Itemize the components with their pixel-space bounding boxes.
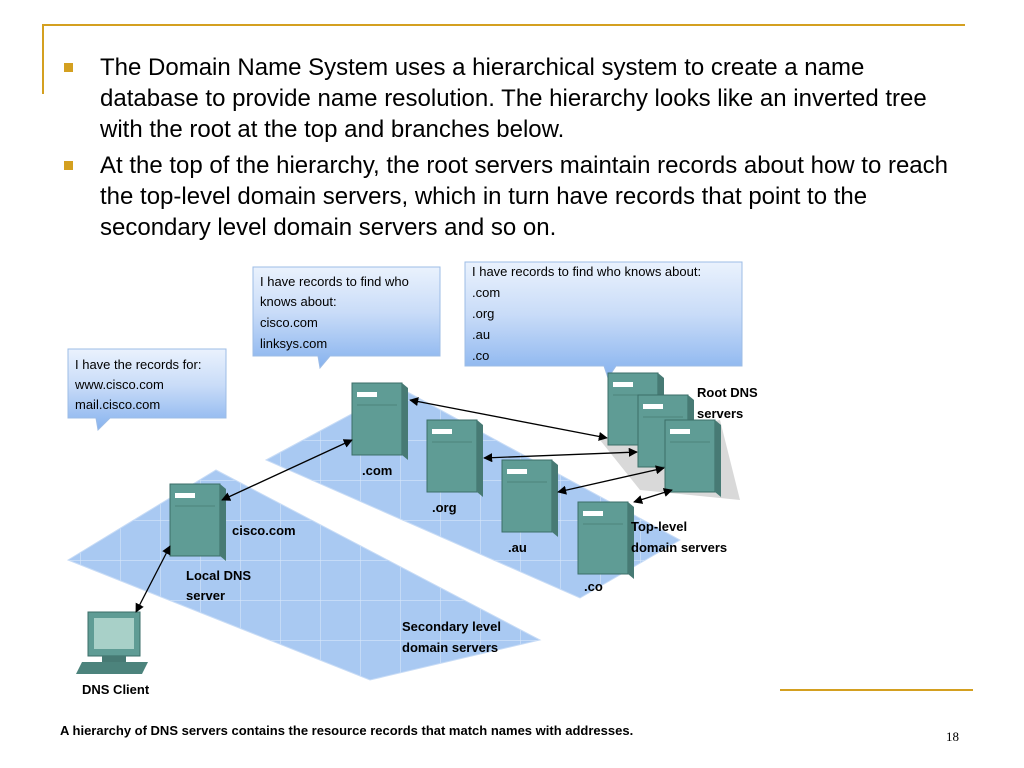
root-dns-label: Root DNS xyxy=(697,385,758,400)
svg-text:mail.cisco.com: mail.cisco.com xyxy=(75,397,160,412)
svg-text:knows about:: knows about: xyxy=(260,294,337,309)
svg-text:I have the records for:: I have the records for: xyxy=(75,357,201,372)
figure-caption: A hierarchy of DNS servers contains the … xyxy=(60,723,634,738)
bullet-text: The Domain Name System uses a hierarchic… xyxy=(100,54,927,143)
bullet-square-icon xyxy=(64,63,73,72)
query-arrows xyxy=(135,397,673,613)
secondary-level-label: domain servers xyxy=(402,640,498,655)
frame-left-rule xyxy=(42,24,44,94)
com-server-icon xyxy=(351,382,409,461)
org-label: .org xyxy=(432,500,457,515)
bullet-text: At the top of the hierarchy, the root se… xyxy=(100,152,949,241)
svg-text:.org: .org xyxy=(472,306,494,321)
svg-text:.co: .co xyxy=(472,348,489,363)
bullet-list: The Domain Name System uses a hierarchic… xyxy=(62,52,962,248)
co-server-icon xyxy=(577,501,635,580)
dns-client-computer-icon xyxy=(76,611,148,674)
dns-client-label: DNS Client xyxy=(82,682,150,697)
dns-hierarchy-diagram: I have the records for: www.cisco.com ma… xyxy=(66,261,758,697)
top-level-label: Top-level xyxy=(631,519,687,534)
svg-text:cisco.com: cisco.com xyxy=(260,315,318,330)
svg-text:.com: .com xyxy=(472,285,500,300)
svg-text:linksys.com: linksys.com xyxy=(260,336,327,351)
bullet-square-icon xyxy=(64,161,73,170)
root-server-icon xyxy=(664,419,722,498)
com-records-bubble: I have records to find who knows about: … xyxy=(252,266,441,370)
local-dns-server-icon xyxy=(169,483,227,562)
root-records-bubble: I have records to find who knows about: … xyxy=(464,261,743,380)
svg-text:I have records to find who kno: I have records to find who knows about: xyxy=(472,264,701,279)
svg-text:www.cisco.com: www.cisco.com xyxy=(74,377,164,392)
frame-top-rule xyxy=(42,24,965,26)
page-number: 18 xyxy=(946,729,959,744)
org-server-icon xyxy=(426,419,484,498)
svg-text:I have records to find who: I have records to find who xyxy=(260,274,409,289)
frame-bottom-rule xyxy=(780,689,973,691)
com-label: .com xyxy=(362,463,392,478)
local-records-bubble: I have the records for: www.cisco.com ma… xyxy=(67,348,227,432)
local-dns-label: server xyxy=(186,588,225,603)
svg-text:.au: .au xyxy=(472,327,490,342)
top-level-label: domain servers xyxy=(631,540,727,555)
co-label: .co xyxy=(584,579,603,594)
local-dns-label: Local DNS xyxy=(186,568,251,583)
bullet-item: The Domain Name System uses a hierarchic… xyxy=(62,52,962,145)
bullet-item: At the top of the hierarchy, the root se… xyxy=(62,150,962,243)
root-dns-label: servers xyxy=(697,406,743,421)
au-label: .au xyxy=(508,540,527,555)
au-server-icon xyxy=(501,459,559,538)
cisco-label: cisco.com xyxy=(232,523,296,538)
secondary-level-label: Secondary level xyxy=(402,619,501,634)
